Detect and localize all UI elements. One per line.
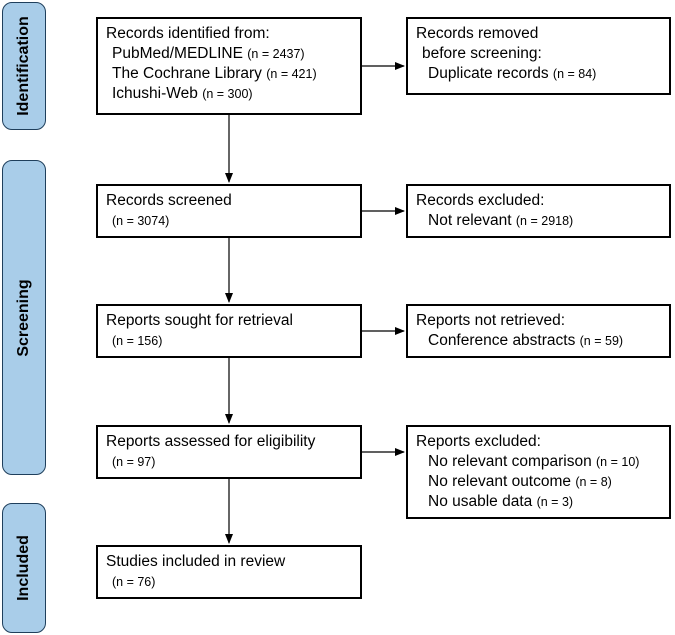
records-removed-title: Records removed [416,25,539,42]
phase-included: Included [2,503,46,633]
records-screened-count: (n = 3074) [112,214,170,228]
reports-sought-title: Reports sought for retrieval [106,312,293,329]
records-removed-subtitle: before screening: [422,45,542,62]
source-item: PubMed/MEDLINE (n = 2437) [112,45,305,62]
box-reports-assessed: Reports assessed for eligibility (n = 97… [96,425,362,479]
box-records-identified: Records identified from: PubMed/MEDLINE … [96,17,362,115]
reports-sought-count: (n = 156) [112,334,163,348]
excluded-item: Not relevant (n = 2918) [428,212,574,229]
not-retrieved-item: Conference abstracts (n = 59) [428,332,624,349]
records-identified-title: Records identified from: [106,25,270,42]
box-studies-included: Studies included in review (n = 76) [96,545,362,599]
reports-excluded-item: No relevant outcome (n = 8) [428,473,612,490]
reports-excluded-title: Reports excluded: [416,433,541,450]
records-excluded-title: Records excluded: [416,192,545,209]
reports-not-retrieved-title: Reports not retrieved: [416,312,566,329]
source-item: The Cochrane Library (n = 421) [112,65,317,82]
reports-excluded-item: No usable data (n = 3) [428,493,574,510]
removed-item: Duplicate records (n = 84) [428,65,597,82]
box-records-removed: Records removed before screening: Duplic… [406,17,671,95]
box-records-excluded: Records excluded: Not relevant (n = 2918… [406,184,671,238]
records-screened-title: Records screened [106,192,232,209]
reports-assessed-title: Reports assessed for eligibility [106,433,316,450]
box-reports-sought: Reports sought for retrieval (n = 156) [96,304,362,358]
studies-included-count: (n = 76) [112,575,156,589]
box-reports-not-retrieved: Reports not retrieved: Conference abstra… [406,304,671,358]
source-item: Ichushi-Web (n = 300) [112,85,253,102]
reports-assessed-count: (n = 97) [112,455,156,469]
studies-included-title: Studies included in review [106,553,286,570]
phase-screening: Screening [2,160,46,475]
box-reports-excluded: Reports excluded: No relevant comparison… [406,425,671,519]
box-records-screened: Records screened (n = 3074) [96,184,362,238]
reports-excluded-item: No relevant comparison (n = 10) [428,453,640,470]
phase-identification: Identification [2,2,46,130]
